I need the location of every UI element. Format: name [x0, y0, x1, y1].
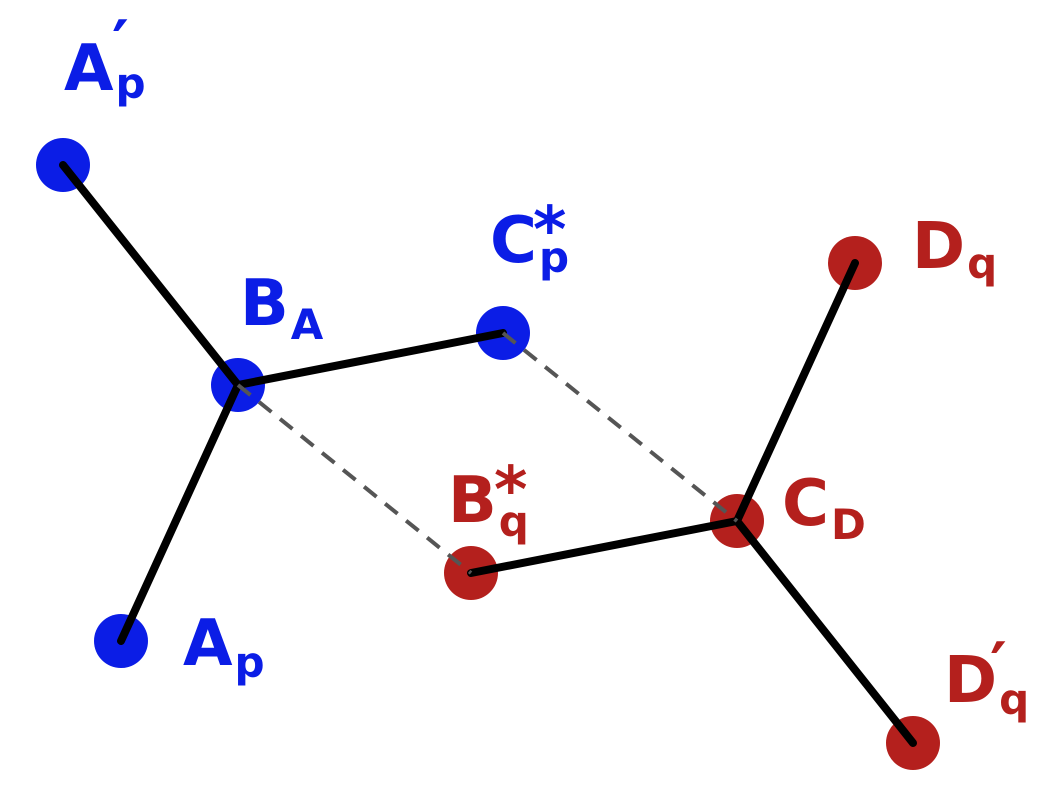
- bond-d-q-to-c-d: [733, 259, 859, 525]
- nodes-layer: [36, 138, 940, 770]
- label-c-p-star: Cp: [490, 204, 569, 282]
- label-d-q-prime-mark: ′: [990, 630, 1007, 704]
- dashed-link-b-a-to-b-q-star: [236, 383, 473, 575]
- dashed-link-c-p-star-to-c-d: [501, 331, 739, 523]
- bond-c-d-to-d-q-prime: [733, 517, 917, 747]
- label-a-p-prime: Ap: [64, 32, 146, 108]
- label-d-q-prime: Dq: [944, 644, 1029, 724]
- bond-b-a-to-c-p-star: [234, 329, 507, 389]
- label-b-q-star: Bq: [448, 464, 529, 546]
- label-b-q-star-mark: *: [494, 454, 527, 528]
- label-c-p-star-mark: *: [533, 194, 566, 268]
- bond-a-p-prime-to-b-a: [59, 161, 242, 389]
- edges-layer: [59, 161, 917, 747]
- label-d-q: Dq: [912, 210, 997, 288]
- label-a-p-prime-mark: ′: [112, 8, 129, 82]
- bond-b-q-star-to-c-d: [467, 517, 741, 577]
- bond-a-p-to-b-a: [117, 381, 242, 645]
- label-c-d: CD: [782, 467, 866, 549]
- labels-layer: Ap ′ BA Cp * Ap Dq Bq * CD Dq ′: [64, 8, 1029, 724]
- label-a-p: Ap: [183, 607, 265, 687]
- label-b-a: BA: [240, 267, 324, 349]
